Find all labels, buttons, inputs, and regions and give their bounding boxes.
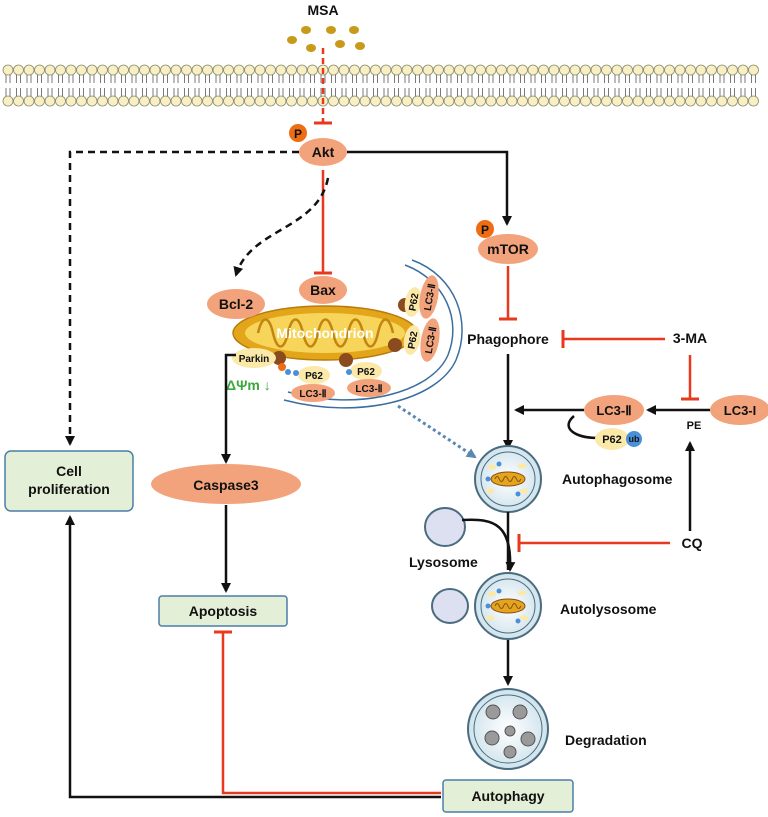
akt-node — [299, 138, 347, 166]
cell-proliferation-label-line1: Cell — [56, 463, 82, 479]
bcl2-label: Bcl-2 — [219, 296, 253, 312]
lc3-2-p62-node — [595, 428, 629, 450]
mitochondrion-label: Mitochondrion — [276, 325, 373, 341]
autophagy-proliferation-arrow — [65, 515, 441, 799]
lc3-2-node — [584, 395, 644, 425]
autophagosome — [474, 445, 542, 513]
msa-label: MSA — [307, 2, 338, 18]
p62-node-1 — [298, 366, 330, 384]
akt-proliferation-dashed-arrow — [65, 150, 299, 446]
three-ma-label: 3-MA — [673, 330, 707, 346]
apoptosis-label: Apoptosis — [189, 603, 258, 619]
ub-label: ub — [629, 434, 640, 444]
autophagy-label: Autophagy — [471, 788, 544, 804]
lc3-2-node-1 — [291, 384, 335, 402]
p62-label-3: P62 — [407, 330, 421, 350]
akt-label: Akt — [312, 144, 335, 160]
autolysosome — [431, 572, 542, 640]
mtor-phospho — [476, 220, 494, 238]
lc3-2-node-4 — [419, 275, 439, 319]
p62-label-1: P62 — [305, 371, 323, 382]
mtor-node — [478, 234, 538, 264]
akt-mtor-arrow — [347, 150, 512, 226]
phagophore-label: Phagophore — [467, 331, 549, 347]
cell-membrane — [2, 64, 759, 107]
bax-node — [299, 276, 347, 304]
pe-label: PE — [687, 420, 702, 432]
cq-label: CQ — [682, 535, 703, 551]
lc3-2-label-4: LC3-Ⅱ — [423, 283, 439, 312]
degradation-label: Degradation — [565, 732, 647, 748]
ub-node — [626, 431, 642, 447]
p62-node-4 — [404, 287, 422, 317]
mitophagy-dotted-arrow — [397, 404, 477, 459]
mtor-phospho-label: P — [481, 223, 489, 237]
parkin-node — [232, 348, 276, 368]
autolysosome-label: Autolysosome — [560, 601, 657, 617]
lc3-2-p62-link — [567, 415, 599, 440]
autophagosome-label: Autophagosome — [562, 471, 673, 487]
lysosome-label: Lysosome — [409, 554, 478, 570]
lc3-2-node-3 — [420, 318, 440, 362]
lc3-2-node-2 — [347, 379, 391, 397]
p62-label-4: P62 — [408, 292, 422, 312]
cell-proliferation-box — [4, 450, 134, 512]
lysosome — [424, 507, 466, 547]
lc3-2-label-1: LC3-Ⅱ — [299, 389, 326, 400]
lc3-2-label-2: LC3-Ⅱ — [355, 384, 382, 395]
lc3-2-label-3: LC3-Ⅱ — [424, 326, 440, 355]
autophagy-box — [442, 779, 574, 813]
autophagy-apoptosis-inhibition-line — [221, 633, 441, 795]
p62-node-3 — [403, 325, 421, 355]
lc3-1-node — [710, 395, 768, 425]
parkin-label: Parkin — [239, 354, 270, 365]
bax-label: Bax — [310, 282, 336, 298]
mito-caspase3-arrow — [221, 353, 236, 464]
parkin-phospho — [278, 363, 286, 371]
akt-phospho-label: P — [294, 127, 302, 141]
lc3-2-p62-label: P62 — [602, 434, 622, 446]
mtor-label: mTOR — [487, 241, 529, 257]
delta-psi-label: ΔΨm ↓ — [226, 377, 271, 393]
parkin-ub — [285, 369, 291, 375]
lc3-2-label: LC3-Ⅱ — [596, 403, 631, 418]
lc3-1-label: LC3-I — [724, 403, 757, 418]
p62-label-2: P62 — [357, 367, 375, 378]
caspase3-node — [151, 464, 301, 504]
p62-ub-2 — [346, 369, 352, 375]
p62-ub-1 — [293, 370, 299, 376]
degradation-vesicle — [467, 688, 549, 770]
akt-phospho — [289, 124, 307, 142]
msa-drug-dots — [287, 26, 365, 52]
mitochondrion — [232, 305, 418, 361]
akt-bcl2-dashed-arrow — [233, 177, 330, 277]
cell-proliferation-label-line2: proliferation — [28, 481, 110, 497]
p62-node-2 — [350, 362, 382, 380]
caspase3-label: Caspase3 — [193, 477, 259, 493]
lysosome-fusion-arrow — [461, 518, 516, 572]
bcl2-node — [207, 289, 265, 319]
apoptosis-box — [158, 595, 288, 627]
